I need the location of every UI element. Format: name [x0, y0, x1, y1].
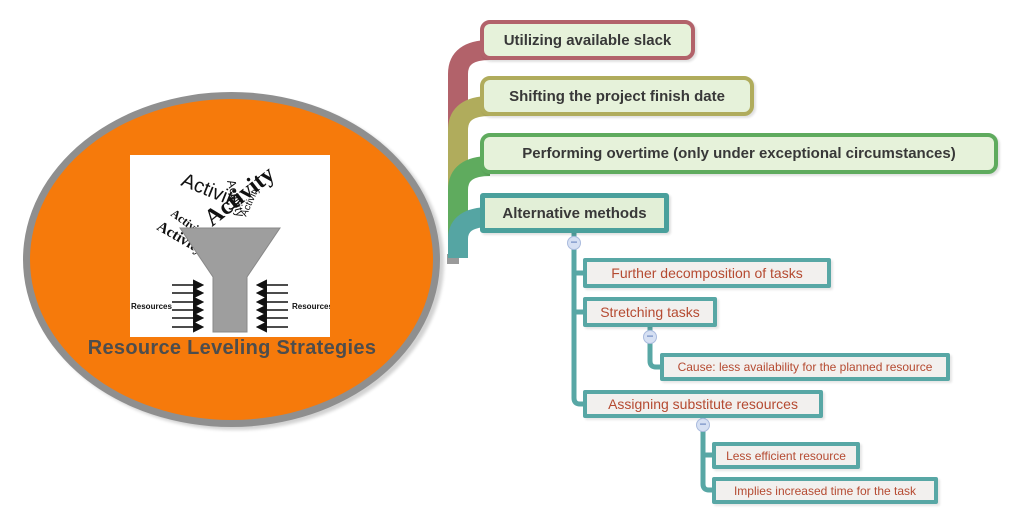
central-topic-title: Resource Leveling Strategies	[87, 337, 377, 359]
resources-label-right: Resources	[292, 302, 330, 311]
collapse-icon[interactable]: −	[643, 330, 657, 344]
central-connector-stub	[447, 254, 459, 264]
right-arrows	[255, 279, 288, 333]
subtree-line-stretching	[647, 326, 662, 370]
topic-utilizing-slack[interactable]: Utilizing available slack	[480, 20, 695, 60]
funnel-shape	[179, 227, 281, 333]
subtopic-further-decomposition[interactable]: Further decomposition of tasks	[583, 258, 831, 288]
resources-label-left: Resources	[131, 302, 172, 311]
subtopic-implies-increased-time[interactable]: Implies increased time for the task	[712, 477, 938, 504]
topic-performing-overtime[interactable]: Performing overtime (only under exceptio…	[480, 133, 998, 174]
collapse-icon[interactable]: −	[567, 236, 581, 250]
collapse-icon[interactable]: −	[696, 418, 710, 432]
subtree-line-alternative	[571, 231, 585, 407]
subtopic-less-efficient-resource[interactable]: Less efficient resource	[712, 442, 860, 469]
funnel-graphic: Activity Activity Activity Activity Acti…	[131, 161, 333, 333]
subtopic-cause-less-availability[interactable]: Cause: less availability for the planned…	[660, 353, 950, 381]
topic-shifting-finish-date[interactable]: Shifting the project finish date	[480, 76, 754, 116]
subtopic-stretching-tasks[interactable]: Stretching tasks	[583, 297, 717, 327]
topic-alternative-methods[interactable]: Alternative methods	[480, 193, 669, 233]
funnel-image: Activity Activity Activity Activity Acti…	[130, 155, 333, 337]
subtree-line-assigning	[700, 416, 714, 493]
subtopic-assigning-substitute[interactable]: Assigning substitute resources	[583, 390, 823, 418]
left-arrows	[172, 279, 205, 333]
